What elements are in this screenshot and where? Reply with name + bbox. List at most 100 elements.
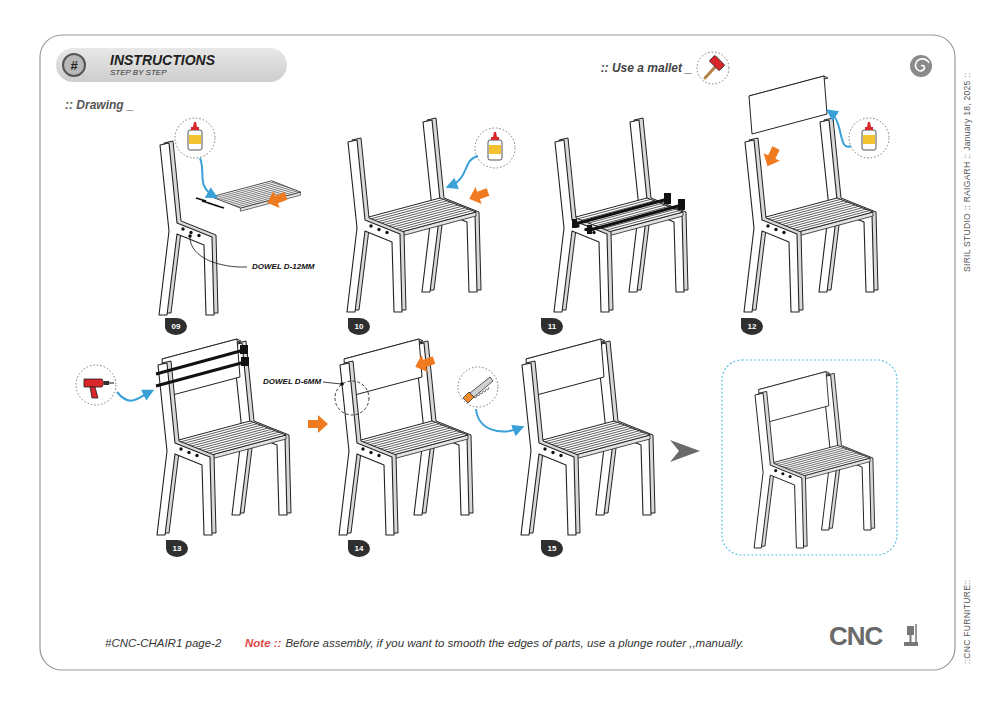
tool-hint: :: Use a mallet _ <box>601 61 692 75</box>
step-number: 10 <box>355 322 364 331</box>
node-step-badge: 11 <box>541 318 563 335</box>
result-arrow <box>670 440 700 462</box>
illustration-part <box>339 339 473 535</box>
illustration-part <box>697 52 729 84</box>
note-text: Before assembly, if you want to smooth t… <box>285 637 744 649</box>
glue-arrow <box>450 156 478 186</box>
glue-arrow <box>830 112 851 147</box>
illustration-part <box>749 76 828 134</box>
label-holder: ::CNC FURNITURE:: <box>962 580 972 664</box>
node-step-badge: 10 <box>348 318 370 335</box>
glue-arrow <box>200 158 214 196</box>
illustration-part <box>84 379 104 387</box>
label-holder: CNC <box>829 622 882 650</box>
label-holder: SIRIL STUDIO :: RAIGARH :: January 18, 2… <box>962 72 972 272</box>
node-step-badge: 09 <box>165 318 187 335</box>
illustration-part <box>678 199 685 210</box>
label-holder: Before assembly, if you want to smooth t… <box>285 637 744 649</box>
illustration-part <box>572 219 577 228</box>
illustration-part <box>754 372 875 548</box>
mallet-icon <box>697 52 729 84</box>
label-holder: Note :: <box>245 637 281 649</box>
illustration-part <box>347 118 481 312</box>
illustration-part <box>212 181 301 211</box>
illustration-part <box>412 352 437 376</box>
result-frame <box>722 360 897 555</box>
illustration-part <box>590 205 682 230</box>
illustration-part <box>521 339 655 535</box>
subheading: STEP BY STEP <box>110 68 287 78</box>
illustration-part <box>240 345 248 354</box>
node-hash-badge: # <box>62 53 86 77</box>
section-label: :: Drawing _ <box>65 98 134 112</box>
label-holder: :: Drawing _ <box>65 98 134 112</box>
illustration-part <box>90 387 98 398</box>
illustration-part <box>156 350 244 374</box>
leader-dot <box>340 382 344 386</box>
illustration-part <box>916 59 929 71</box>
illustration-part <box>109 382 114 383</box>
illustration-part <box>175 118 215 158</box>
page-id: #CNC-CHAIR1 page-2 <box>105 637 221 649</box>
leader-line <box>190 237 247 267</box>
illustration-part <box>264 188 289 212</box>
label-holder: #CNC-CHAIR1 page-2 <box>105 637 221 649</box>
step-number: 09 <box>172 322 181 331</box>
studio-credit: SIRIL STUDIO :: RAIGARH :: January 18, 2… <box>962 72 972 272</box>
heading: INSTRUCTIONS <box>110 53 287 68</box>
label-holder: DOWEL D-12MM <box>252 262 315 271</box>
step-number: 15 <box>548 544 557 553</box>
tool-arrow <box>117 392 150 401</box>
illustration-part <box>907 626 914 635</box>
tool-arrow <box>476 409 520 431</box>
leader-line <box>323 382 341 384</box>
node-step-badge: 15 <box>541 540 563 557</box>
illustration-part <box>709 55 725 71</box>
series-label: ::CNC FURNITURE:: <box>962 580 972 664</box>
illustration-part <box>664 193 671 204</box>
saw-icon <box>458 367 498 407</box>
dowel-label: DOWEL D-12MM <box>252 262 315 271</box>
hash-symbol: # <box>70 59 77 72</box>
illustration-part <box>181 227 200 237</box>
illustration-part <box>76 365 116 405</box>
node-step-badge: 14 <box>348 540 370 557</box>
illustration-part <box>475 128 515 168</box>
step-number: 13 <box>173 544 182 553</box>
illustration-part <box>156 362 245 386</box>
illustration-part <box>587 225 592 234</box>
node-step-badge: 12 <box>741 318 763 335</box>
step-number: 12 <box>748 322 757 331</box>
callout-circle <box>335 381 369 415</box>
illustration-part <box>466 184 491 208</box>
cnc-logo: CNC <box>829 622 882 650</box>
node-step-badge: 13 <box>166 540 188 557</box>
step-number: 11 <box>548 322 556 331</box>
illustration-part <box>159 141 218 315</box>
illustration-part <box>458 367 498 407</box>
node-header-band: INSTRUCTIONSSTEP BY STEP # <box>56 48 287 82</box>
illustration-part <box>308 415 328 433</box>
illustration-part <box>849 118 889 158</box>
dowel-label: DOWEL D-6MM <box>263 377 321 386</box>
dowel-pins <box>196 198 224 208</box>
illustration-part <box>241 357 249 366</box>
drill-icon <box>76 365 116 405</box>
studio-logo <box>910 55 932 77</box>
illustration-part <box>470 377 493 397</box>
illustration-part <box>915 624 917 642</box>
leader-dot <box>188 234 192 238</box>
illustration-part <box>474 387 489 398</box>
illustration-part <box>157 339 291 535</box>
illustration-part <box>910 55 932 77</box>
router-icon <box>904 624 918 646</box>
clamps <box>156 345 249 386</box>
note-heading: Note :: <box>245 637 281 649</box>
illustration-part <box>904 642 918 646</box>
illustration-part <box>104 381 109 385</box>
label-holder: :: Use a mallet _ <box>601 61 692 75</box>
illustration-part <box>910 635 912 642</box>
clamps <box>572 193 685 234</box>
